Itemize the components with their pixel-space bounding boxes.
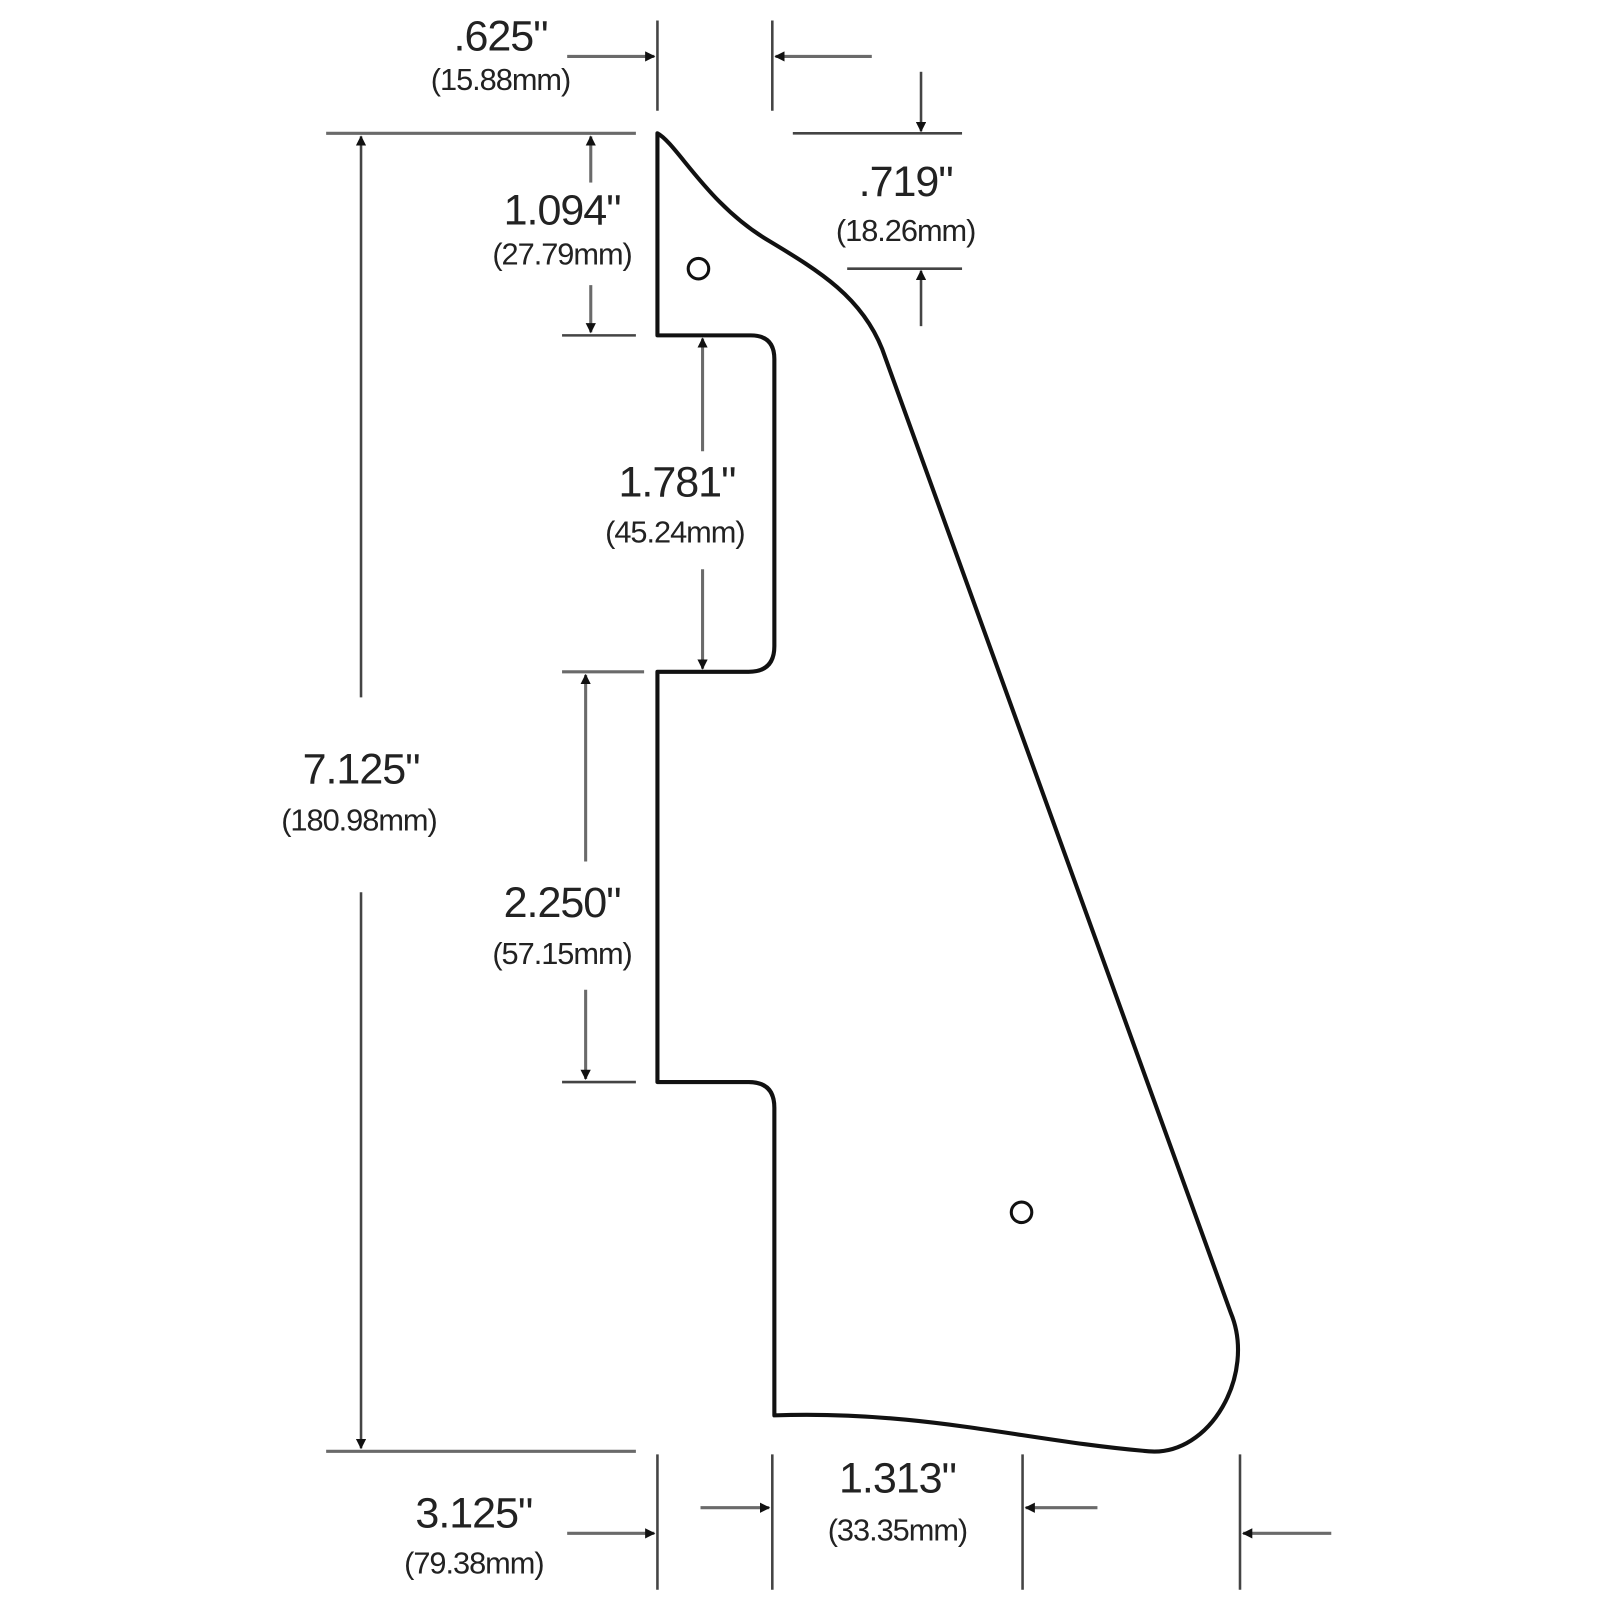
- top-right-inch-label: .719": [859, 158, 953, 206]
- total-height-inch-label: 7.125": [303, 746, 420, 794]
- lower-step-inch-label: 2.250": [504, 879, 621, 927]
- upper-cutout-inch-label: 1.781": [618, 459, 735, 507]
- total-width-inch-label: 3.125": [415, 1489, 532, 1537]
- total-height-mm-label: (180.98mm): [281, 803, 437, 838]
- pickguard-outline: [655, 131, 1241, 1454]
- top-notch-inch-label: 1.094": [504, 187, 621, 235]
- bottom-width-inch-label: 1.313": [839, 1454, 956, 1502]
- total-width-mm-label: (79.38mm): [404, 1545, 543, 1580]
- top-width-mm-label: (15.88mm): [431, 62, 570, 97]
- upper-cutout-mm-label: (45.24mm): [605, 514, 744, 549]
- top-width-inch-label: .625": [454, 12, 548, 60]
- dimension-arrows: [355, 51, 1332, 1539]
- screw-hole-top: [686, 256, 711, 281]
- extension-lines: [326, 20, 1242, 1590]
- top-right-mm-label: (18.26mm): [836, 213, 975, 248]
- lower-step-mm-label: (57.15mm): [492, 936, 631, 971]
- top-notch-mm-label: (27.79mm): [492, 237, 631, 272]
- bottom-width-mm-label: (33.35mm): [828, 1512, 967, 1547]
- screw-hole-bottom: [1009, 1200, 1034, 1225]
